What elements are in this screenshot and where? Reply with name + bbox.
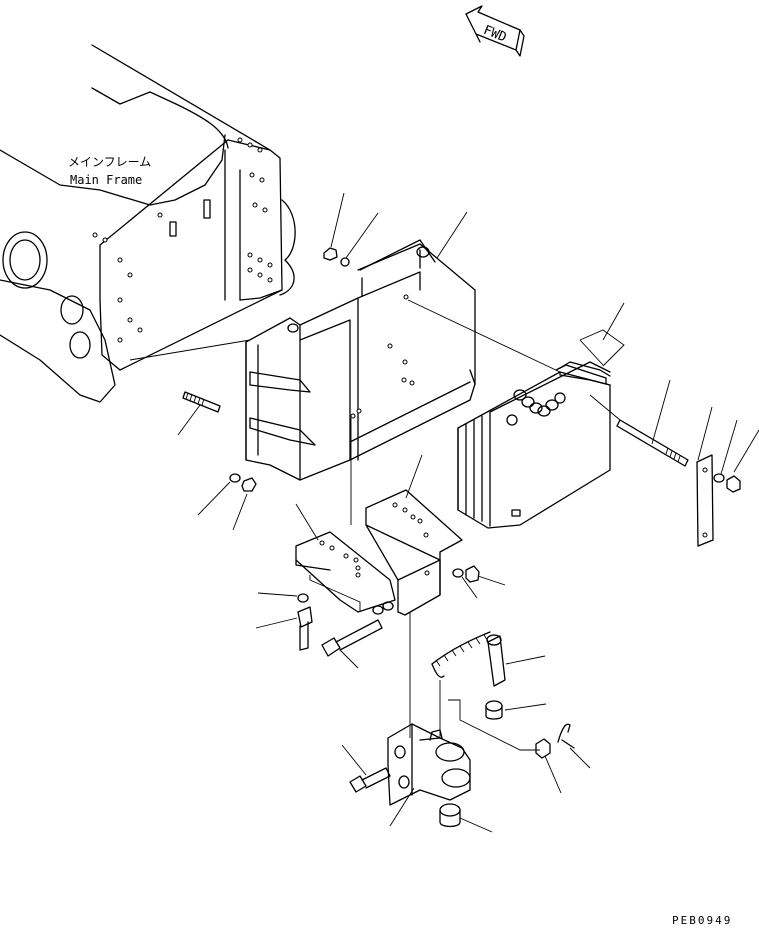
stud-bolt-left [177,391,221,436]
washer-nut-top [323,192,379,267]
main-frame: メインフレーム Main Frame [0,44,296,403]
pin-chain [431,631,546,687]
long-stud-right [589,379,689,467]
strip-plate-right [696,406,759,547]
main-frame-label-jp: メインフレーム [68,155,151,169]
nut-clip-right [535,723,591,794]
clevis-body [387,723,471,827]
assembly-leader-lines [350,418,540,751]
bolt-clevis-left [341,744,391,793]
bushing-top [485,700,547,720]
drawing-code: PEB0949 [672,914,732,927]
fwd-arrow: FWD [465,5,525,57]
washer-bolt-lower-left [255,592,313,651]
lower-bracket-left [295,503,396,613]
counterweight-plates [407,299,625,529]
counterweight-bracket [245,211,476,481]
washer-nut-left [197,473,257,531]
main-frame-label-en: Main Frame [70,173,142,187]
frame-bolt-holes [92,137,273,343]
bushing-bottom [439,803,493,833]
long-bolt-centre [321,601,394,669]
washer-nut-middle [452,565,506,599]
lower-bracket-right [365,454,463,616]
